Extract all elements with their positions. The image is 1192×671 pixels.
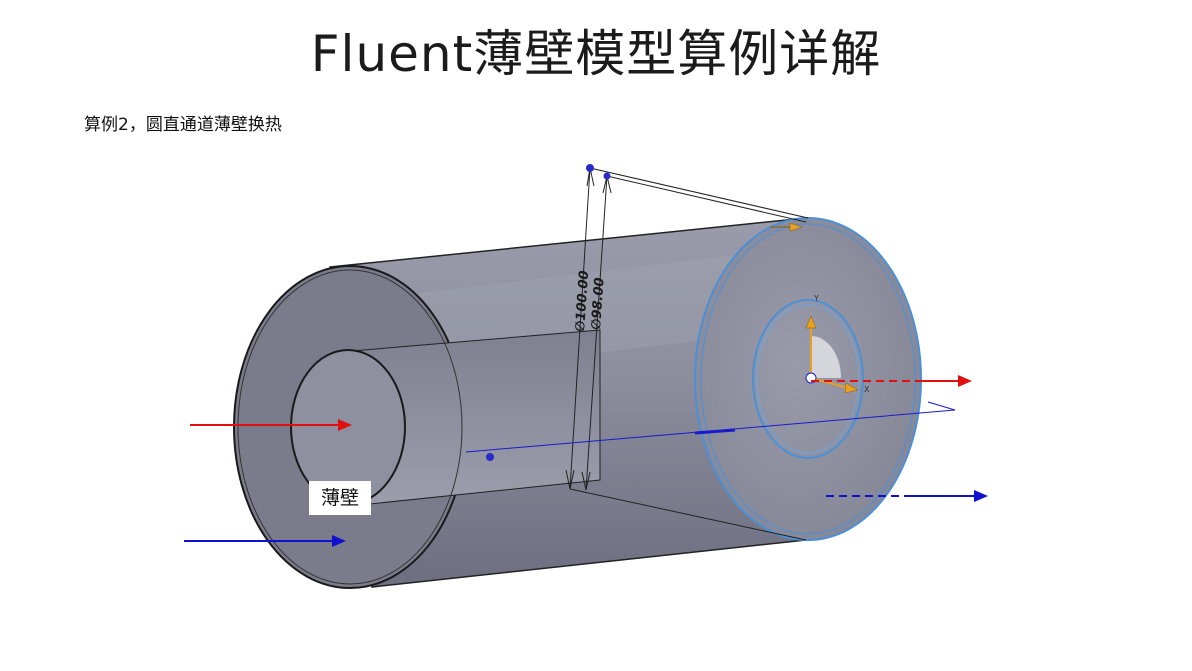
origin-quarter-highlight: [811, 336, 841, 378]
inner-diameter-label: ∅98.00: [589, 277, 608, 330]
pipe-inlet-rim: [237, 269, 463, 585]
diameter-dimension: ∅100.00 ∅98.00: [565, 164, 809, 541]
hot-inlet-arrow: [190, 419, 352, 431]
outlet-inner-circle-rim: [756, 304, 860, 454]
cold-outlet-arrow: [826, 490, 988, 502]
axis-endpoint[interactable]: [486, 453, 494, 461]
outer-diameter-label: ∅100.00: [573, 270, 592, 332]
outlet-inner-circle: [752, 299, 864, 459]
center-axis-line: [465, 401, 956, 461]
thin-wall-label: 薄壁: [309, 481, 371, 515]
dimension-handle-top[interactable]: [586, 164, 594, 172]
axis-y-label: Y: [813, 294, 819, 303]
cold-inlet-arrow: [184, 535, 346, 547]
dimension-handle-inner[interactable]: [603, 172, 611, 180]
axis-x-label: X: [864, 385, 870, 394]
pipe-outlet-rim: [700, 223, 916, 535]
page-title: Fluent薄壁模型算例详解: [310, 25, 882, 83]
case-subtitle: 算例2，圆直通道薄壁换热: [84, 115, 282, 135]
edge-direction-marker: [770, 222, 803, 232]
hot-outlet-arrow: [811, 375, 972, 387]
coordinate-triad: Y X: [805, 294, 870, 394]
